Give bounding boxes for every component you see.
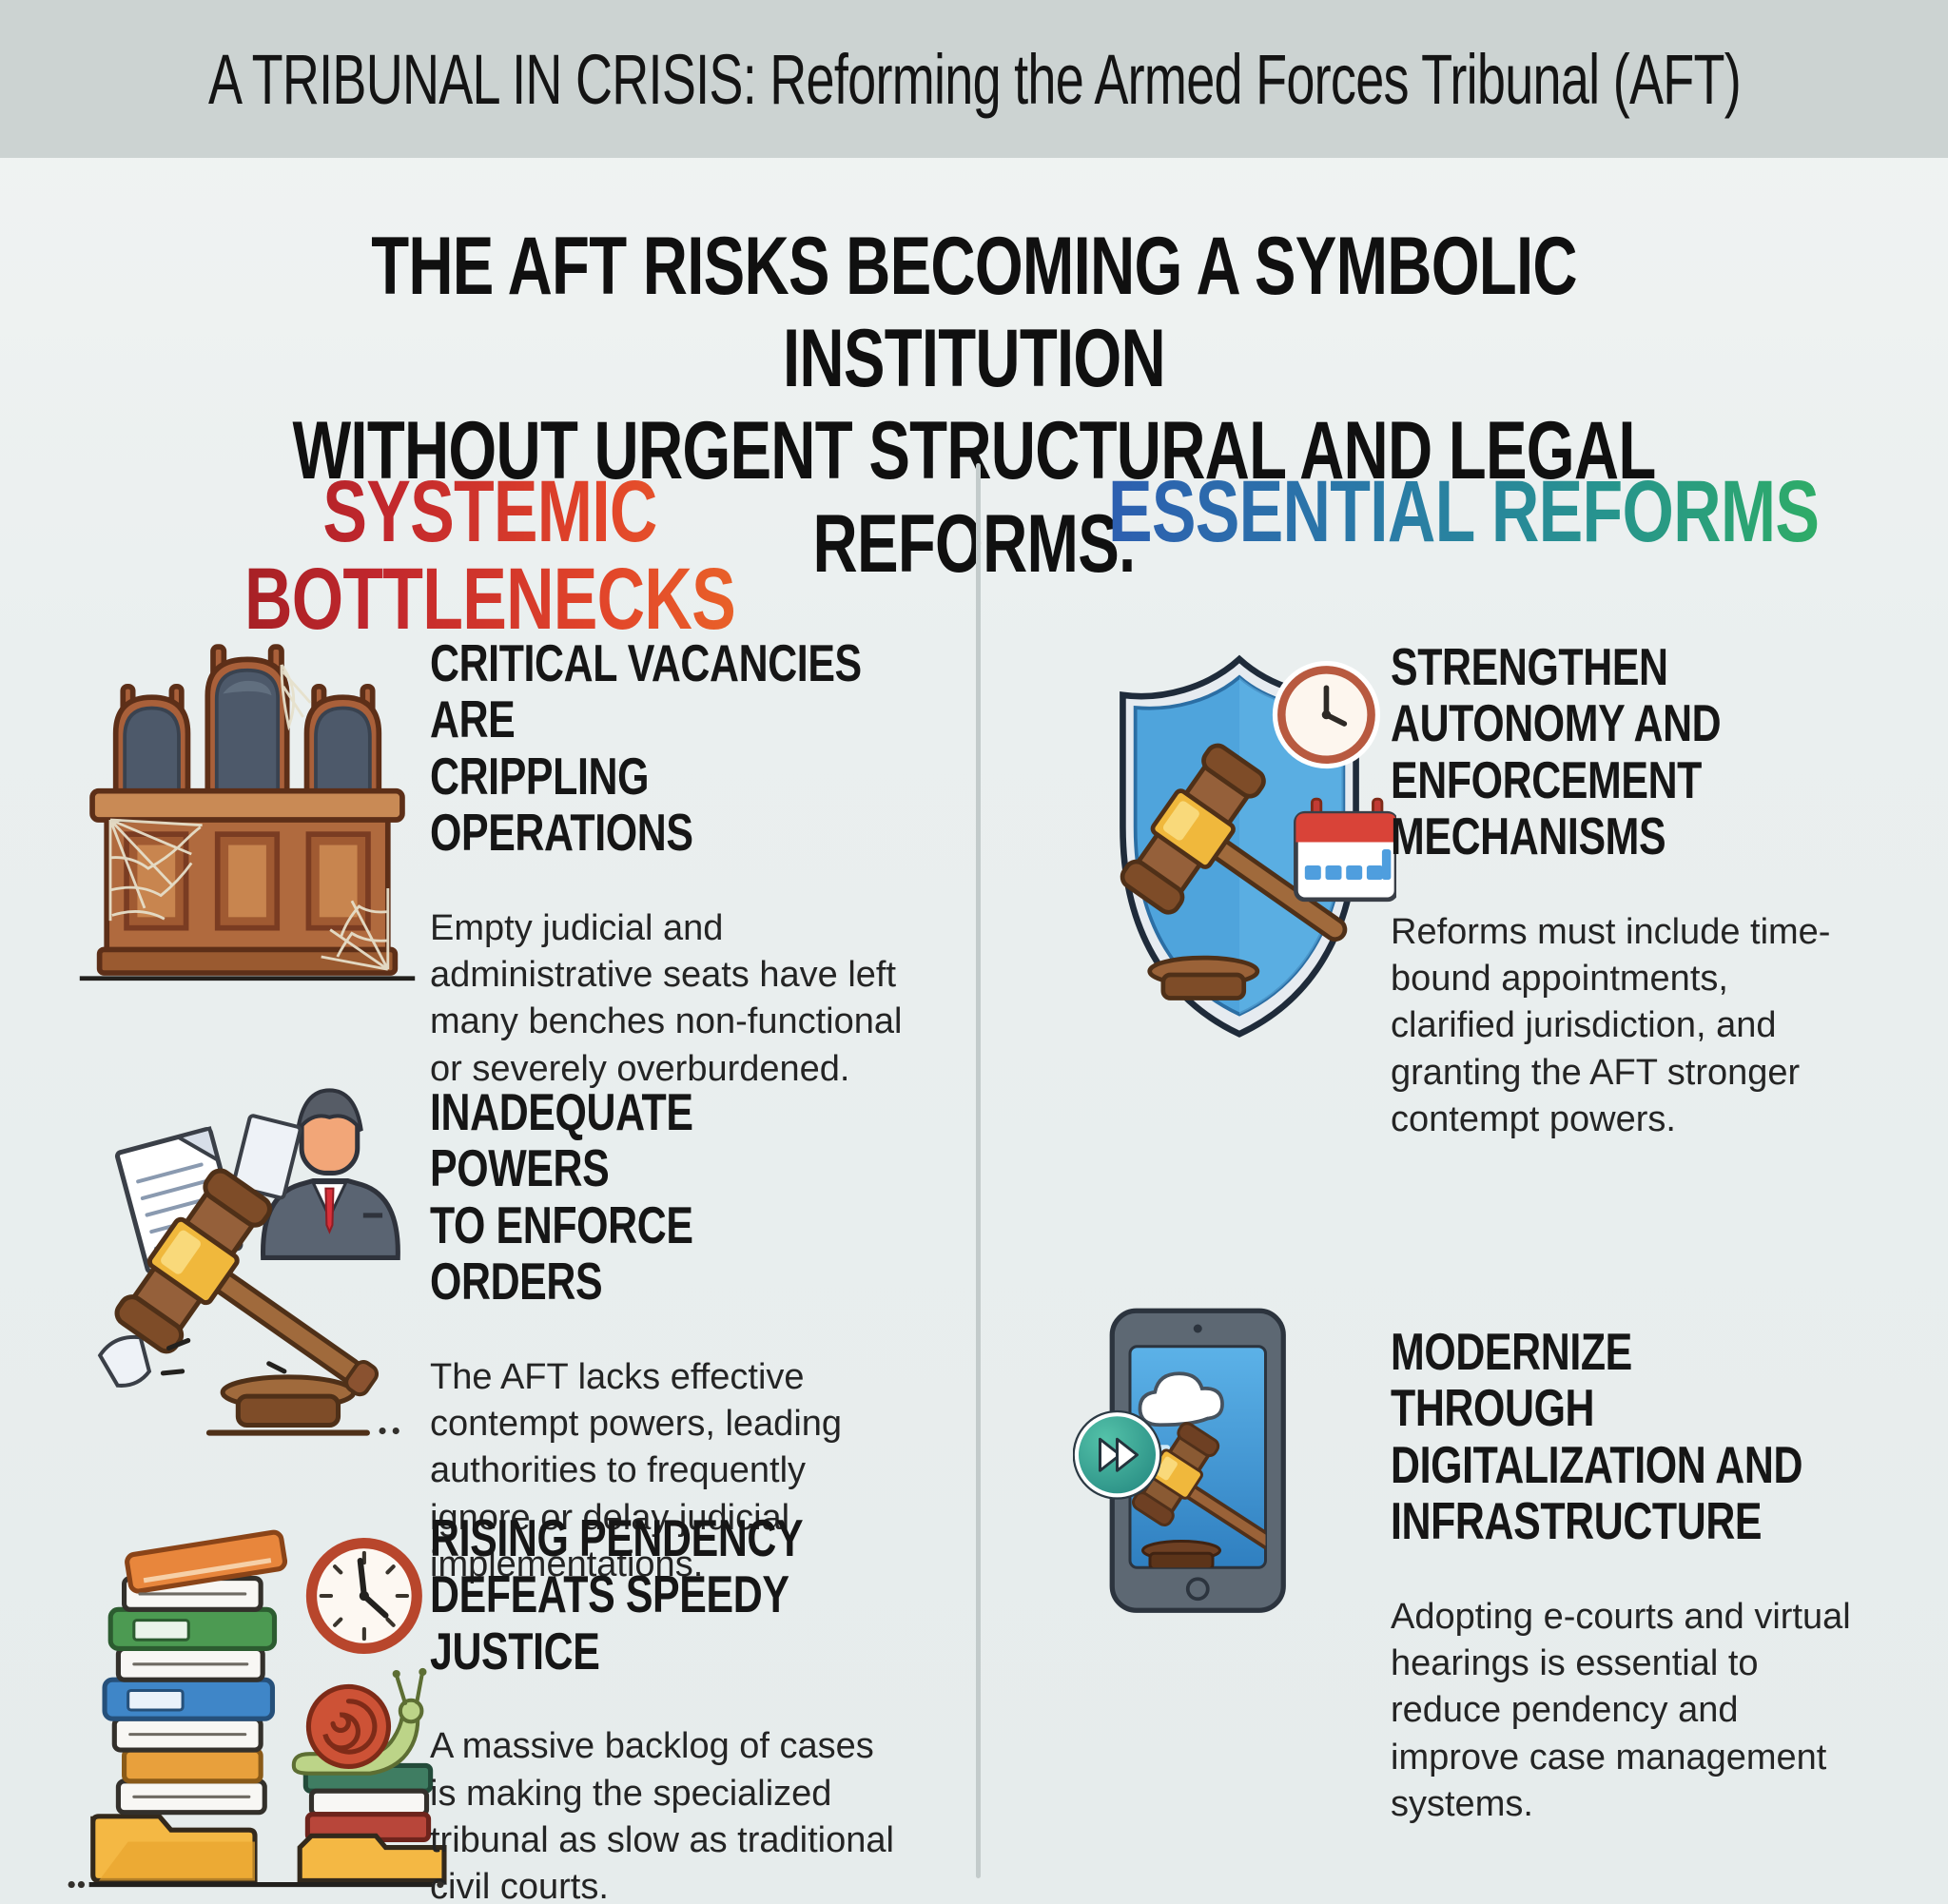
page-title: A TRIBUNAL IN CRISIS: Reforming the Arme… xyxy=(207,39,1741,119)
item-title: RISING PENDENCY DEFEATS SPEEDY JUSTICE xyxy=(430,1508,804,1681)
bottleneck-item-2: INADEQUATE POWERS TO ENFORCE ORDERS The … xyxy=(430,1082,1001,1589)
gavel-papers-icon xyxy=(65,1054,440,1467)
item-title: STRENGTHEN AUTONOMY AND ENFORCEMENT MECH… xyxy=(1391,637,1722,866)
shield-gavel-calendar-icon xyxy=(1082,624,1396,1075)
item-body: Reforms must include time- bound appoint… xyxy=(1391,911,1831,1140)
item-title: MODERNIZE THROUGH DIGITALIZATION AND INF… xyxy=(1391,1322,1803,1551)
tablet-ecourt-icon xyxy=(1073,1305,1315,1626)
item-body: A massive backlog of cases is making the… xyxy=(430,1726,894,1904)
section-header-reforms-text: ESSENTIAL REFORMS xyxy=(1108,463,1820,560)
section-header-reforms: ESSENTIAL REFORMS xyxy=(980,468,1948,555)
reform-item-1: STRENGTHEN AUTONOMY AND ENFORCEMENT MECH… xyxy=(1391,637,1942,1144)
column-divider xyxy=(976,463,981,1878)
section-header-bottlenecks-text: SYSTEMIC BOTTLENECKS xyxy=(118,468,863,643)
title-banner: A TRIBUNAL IN CRISIS: Reforming the Arme… xyxy=(0,0,1948,158)
item-body: Adopting e-courts and virtual hearings i… xyxy=(1391,1596,1851,1825)
bottleneck-item-1: CRITICAL VACANCIES ARE CRIPPLING OPERATI… xyxy=(430,633,1001,1093)
backlog-books-clock-snail-icon xyxy=(55,1520,455,1900)
page-subtitle-text: THE AFT RISKS BECOMING A SYMBOLIC INSTIT… xyxy=(292,221,1656,590)
item-title: INADEQUATE POWERS TO ENFORCE ORDERS xyxy=(430,1082,693,1311)
item-body: Empty judicial and administrative seats … xyxy=(430,907,903,1089)
page-subtitle: THE AFT RISKS BECOMING A SYMBOLIC INSTIT… xyxy=(0,221,1948,591)
courtroom-bench-icon xyxy=(76,631,419,1009)
item-title: CRITICAL VACANCIES ARE CRIPPLING OPERATI… xyxy=(430,633,862,863)
section-header-bottlenecks: SYSTEMIC BOTTLENECKS xyxy=(0,468,980,643)
reform-item-2: MODERNIZE THROUGH DIGITALIZATION AND INF… xyxy=(1391,1322,1942,1829)
bottleneck-item-3: RISING PENDENCY DEFEATS SPEEDY JUSTICE A… xyxy=(430,1508,1001,1904)
item-body: The AFT lacks effective contempt powers,… xyxy=(430,1356,843,1585)
